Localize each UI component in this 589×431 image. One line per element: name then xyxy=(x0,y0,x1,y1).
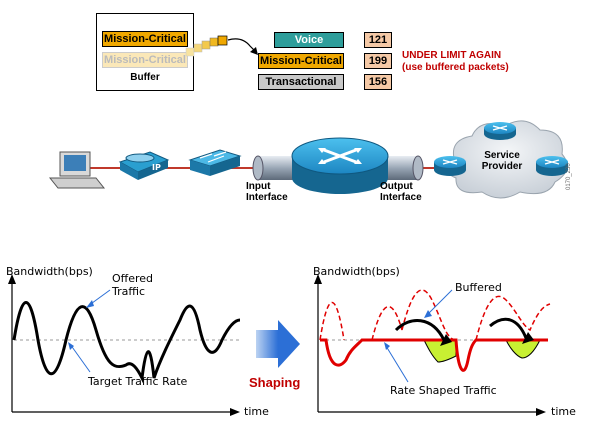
queue-voice-label: Voice xyxy=(274,32,344,48)
left-xlabel: time xyxy=(244,405,269,418)
status-line-2: (use buffered packets) xyxy=(402,62,509,73)
network-diagram: IP xyxy=(48,120,568,199)
right-ylabel: Bandwidth(bps) xyxy=(313,265,400,278)
shaping-arrow-icon xyxy=(256,320,300,368)
buffer-item-faded: Mission-Critical xyxy=(102,52,188,68)
queue-transactional-count: 156 xyxy=(364,74,392,90)
queue-mission-critical-label: Mission-Critical xyxy=(258,53,344,69)
offered-traffic-curve xyxy=(12,301,241,384)
queue-transactional-label: Transactional xyxy=(258,74,344,90)
right-offered-dashed xyxy=(319,289,551,341)
cloud-router-right-icon xyxy=(536,156,568,176)
pc-icon xyxy=(48,151,106,189)
shaped-pointer xyxy=(385,345,409,383)
status-message: UNDER LIMIT AGAIN (use buffered packets) xyxy=(402,50,509,74)
left-ylabel: Bandwidth(bps) xyxy=(6,265,93,278)
buffer-label: Buffer xyxy=(130,72,160,83)
input-interface-label: Input Interface xyxy=(246,181,288,203)
buffered-fill-2 xyxy=(505,339,541,359)
ip-phone-icon: IP xyxy=(118,151,170,180)
figure-code: 0170_230 xyxy=(566,163,572,190)
status-line-1: UNDER LIMIT AGAIN xyxy=(402,50,502,61)
rate-shaped-label: Rate Shaped Traffic xyxy=(390,384,497,397)
cloud-router-left-icon xyxy=(434,156,466,176)
target-rate-label: Target Traffic Rate xyxy=(88,375,188,388)
offered-traffic-label: Offered Traffic xyxy=(112,272,154,298)
buffer-item-mission-critical: Mission-Critical xyxy=(102,31,188,47)
buffered-label: Buffered xyxy=(455,281,502,294)
buffer-arrow-2 xyxy=(489,317,528,339)
packet-trail xyxy=(185,35,258,57)
router-icon xyxy=(291,137,389,194)
rate-shaped-curve xyxy=(320,338,548,372)
switch-icon xyxy=(188,149,242,176)
buffer-arrow-1 xyxy=(394,319,446,341)
buffered-fill-1 xyxy=(423,339,457,363)
svg-text:IP: IP xyxy=(152,163,161,172)
right-graph-axes xyxy=(314,274,546,416)
queue-mission-critical-count: 199 xyxy=(364,53,392,69)
output-interface-label: Output Interface xyxy=(380,181,422,203)
left-graph-axes xyxy=(8,274,240,416)
shaping-label: Shaping xyxy=(249,375,301,390)
service-provider-label: Service Provider xyxy=(481,150,523,172)
traffic-graphs xyxy=(8,274,551,416)
target-pointer xyxy=(69,343,91,373)
buffered-pointer xyxy=(425,289,453,317)
queue-voice-count: 121 xyxy=(364,32,392,48)
right-xlabel: time xyxy=(551,405,576,418)
cloud-router-top-icon xyxy=(484,122,516,140)
